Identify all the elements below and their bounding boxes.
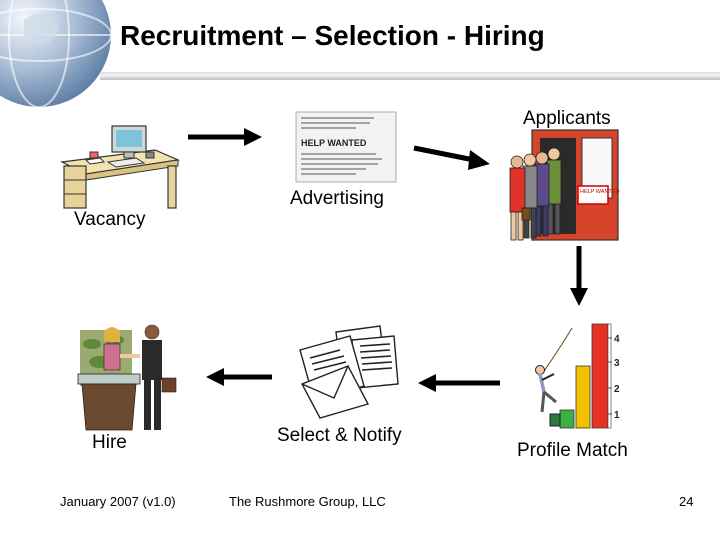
- arrow-vacancy-to-advertising: [188, 128, 262, 146]
- select-notify-label: Select & Notify: [277, 425, 402, 446]
- handshake-hire-icon: [77, 324, 177, 431]
- profile-match-chart-icon: 1 2 3 4: [535, 323, 620, 429]
- arrow-select-to-hire: [206, 368, 272, 386]
- globe-logo-icon: [0, 0, 112, 108]
- slide-title: Recruitment – Selection - Hiring: [120, 20, 545, 51]
- help-wanted-sign-text: HELP WANTED: [580, 189, 619, 195]
- help-wanted-headline: HELP WANTED: [301, 138, 367, 148]
- footer-date-version: January 2007 (v1.0): [60, 494, 176, 509]
- arrow-advertising-to-applicants: [413, 145, 490, 170]
- footer-company: The Rushmore Group, LLC: [229, 494, 386, 509]
- page-number: 24: [679, 494, 694, 509]
- profile-match-label: Profile Match: [517, 440, 628, 461]
- bar-green: [559, 409, 575, 429]
- tick-label-3: 3: [614, 358, 620, 369]
- desk-computer-icon: [59, 125, 181, 209]
- applicants-queue-icon: HELP WANTED: [509, 129, 619, 241]
- arrow-profile-to-select: [418, 374, 500, 392]
- tick-label-1: 1: [614, 410, 620, 421]
- header-divider: [100, 72, 720, 80]
- advertising-label: Advertising: [290, 188, 384, 209]
- tick-label-2: 2: [614, 384, 620, 395]
- tick-label-4: 4: [614, 334, 620, 345]
- applicants-label: Applicants: [523, 108, 611, 129]
- mail-documents-icon: [299, 325, 399, 419]
- help-wanted-ad-icon: HELP WANTED: [295, 111, 397, 183]
- bar-yellow: [575, 365, 591, 429]
- help-wanted-sign-icon: [577, 185, 609, 205]
- hire-label: Hire: [92, 432, 127, 453]
- bar-red: [591, 323, 609, 429]
- arrow-applicants-to-profile-match: [570, 246, 588, 306]
- vacancy-label: Vacancy: [74, 209, 146, 230]
